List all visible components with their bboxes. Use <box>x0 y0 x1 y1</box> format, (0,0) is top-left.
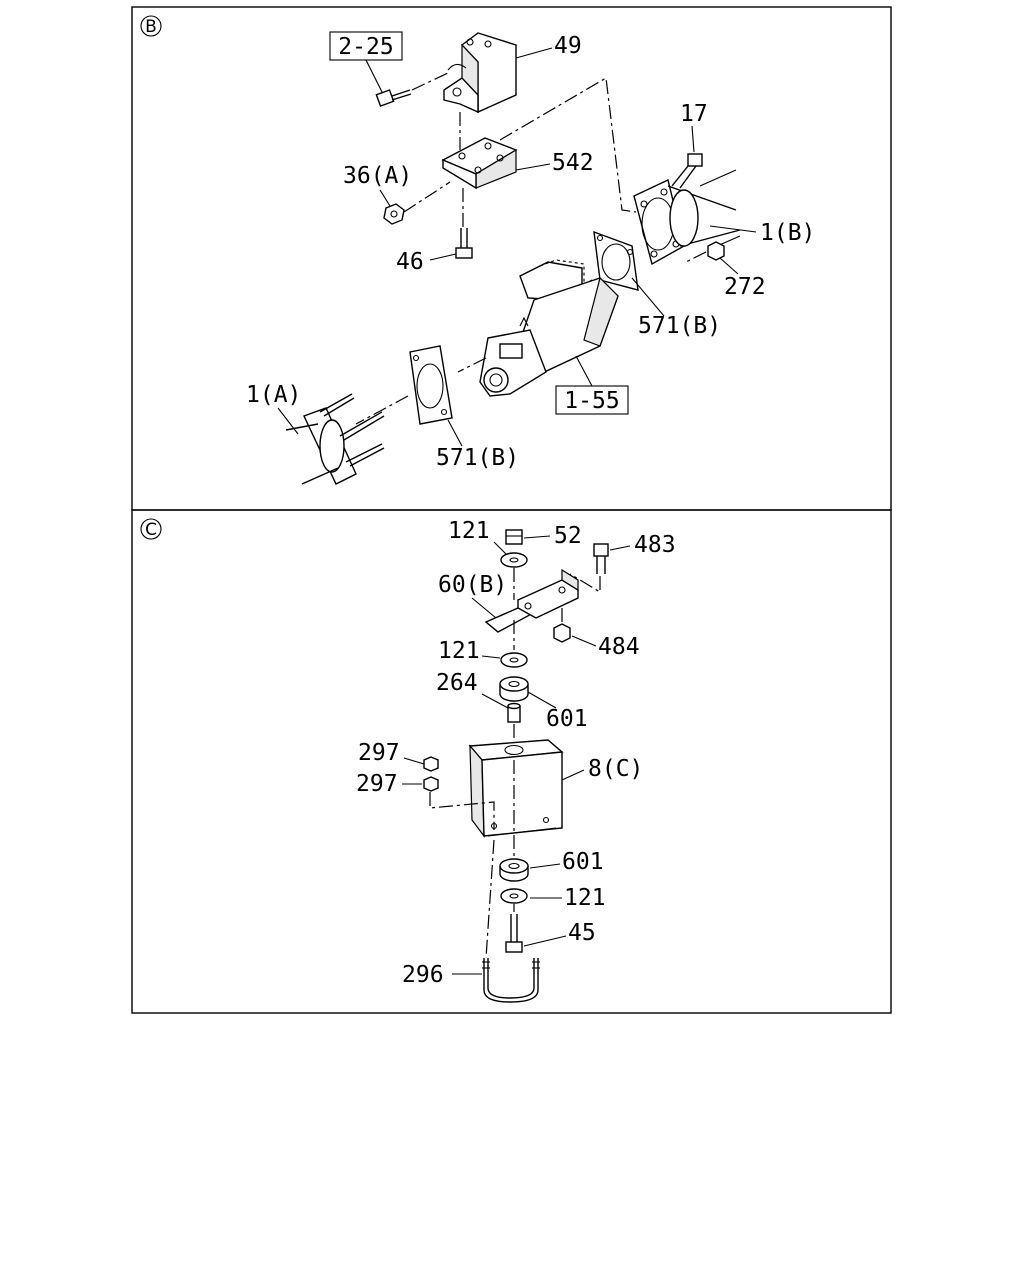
pipe-flange-1a[interactable] <box>285 393 385 485</box>
nut-297-a[interactable] <box>423 756 439 772</box>
nut-484[interactable] <box>553 623 571 643</box>
label-601-bottom: 601 <box>562 849 604 875</box>
centerline-bolt-483 <box>569 573 601 594</box>
washer-121-bottom[interactable] <box>500 888 528 904</box>
panel-b: B 2-25 49 <box>131 6 892 511</box>
leader-483 <box>609 545 631 551</box>
cushion-601-bottom[interactable] <box>499 858 529 882</box>
panel-c: C 52 121 483 <box>131 509 892 1014</box>
centerline-bolt-bracket <box>411 71 451 91</box>
label-571b-top: 571(B) <box>638 313 721 339</box>
label-264: 264 <box>436 670 478 696</box>
centerline-nut-plate <box>403 181 451 213</box>
nut-36a[interactable] <box>383 203 405 225</box>
leader-571b-top <box>631 277 665 317</box>
label-297-b: 297 <box>356 771 398 797</box>
leader-45 <box>523 935 567 947</box>
bolt-483[interactable] <box>593 543 609 574</box>
hanger-8c[interactable] <box>468 739 564 838</box>
leader-1-55 <box>575 355 593 387</box>
bolt-17[interactable] <box>671 153 703 189</box>
panel-c-frame <box>131 509 892 1014</box>
leader-46 <box>429 253 457 261</box>
pipe-flange-1b[interactable] <box>633 169 741 266</box>
u-bolt-296[interactable] <box>482 958 540 1003</box>
centerline-manifold-gasket <box>457 357 487 373</box>
label-571b-bottom: 571(B) <box>436 445 519 471</box>
leader-60b <box>471 597 497 619</box>
panel-c-marker-circle <box>140 518 162 540</box>
leader-264 <box>481 693 509 709</box>
label-121-bottom: 121 <box>564 885 606 911</box>
label-49: 49 <box>554 33 582 59</box>
label-52: 52 <box>554 523 582 549</box>
leader-121-mid <box>481 655 501 659</box>
bolt-2-25[interactable] <box>375 89 412 107</box>
panel-c-marker: C <box>145 520 157 540</box>
label-ref-2-25: 2-25 <box>338 34 393 60</box>
bracket-49[interactable] <box>443 32 517 114</box>
nut-297-b[interactable] <box>423 776 439 792</box>
label-1b: 1(B) <box>760 220 815 246</box>
centerline-nut-297 <box>429 792 495 830</box>
leader-1b <box>709 225 757 233</box>
leader-1a <box>277 407 299 435</box>
label-17: 17 <box>680 101 708 127</box>
exhaust-manifold[interactable] <box>479 259 619 397</box>
label-8c: 8(C) <box>588 756 643 782</box>
leader-484 <box>571 635 597 647</box>
leader-121-top <box>493 541 509 557</box>
leader-272 <box>719 257 739 275</box>
leader-571b-bottom <box>447 419 463 447</box>
bolt-46[interactable] <box>455 228 473 259</box>
label-121-top: 121 <box>448 518 490 544</box>
panel-b-marker-circle <box>140 15 162 37</box>
label-45: 45 <box>568 920 596 946</box>
panel-b-marker: B <box>145 17 157 37</box>
centerline-gasket-pipe <box>355 395 409 425</box>
leader-8c <box>561 769 585 781</box>
leader-49 <box>515 47 553 59</box>
label-484: 484 <box>598 634 640 660</box>
nut-52[interactable] <box>505 529 523 545</box>
leader-601-top <box>527 691 557 709</box>
washer-121-mid[interactable] <box>500 652 528 668</box>
leader-297-a <box>403 757 425 765</box>
leader-2-25 <box>365 59 383 93</box>
label-121-mid: 121 <box>438 638 480 664</box>
gasket-571b-bottom[interactable] <box>409 345 453 425</box>
label-483: 483 <box>634 532 676 558</box>
label-272: 272 <box>724 274 766 300</box>
leader-542 <box>515 163 551 171</box>
leader-52 <box>523 535 551 539</box>
centerline-ubolt <box>485 839 495 959</box>
label-ref-1-55: 1-55 <box>564 388 619 414</box>
bolt-45[interactable] <box>505 914 523 953</box>
label-297-a: 297 <box>358 740 400 766</box>
spacer-264[interactable] <box>507 702 521 723</box>
cushion-601-top[interactable] <box>499 676 529 702</box>
centerline-bracket-flange <box>499 77 637 213</box>
leader-601-bottom <box>529 863 561 869</box>
plate-542[interactable] <box>441 137 518 190</box>
label-1a: 1(A) <box>246 382 301 408</box>
label-46: 46 <box>396 249 424 275</box>
leader-17 <box>691 125 695 153</box>
label-601-top: 601 <box>546 706 588 732</box>
bracket-60b[interactable] <box>484 568 579 633</box>
nut-272[interactable] <box>707 241 725 261</box>
label-296: 296 <box>402 962 444 988</box>
leader-36a <box>379 189 391 207</box>
washer-121-top[interactable] <box>500 552 528 568</box>
label-542: 542 <box>552 150 594 176</box>
centerline-nut-272 <box>685 251 707 263</box>
gasket-571b-top[interactable] <box>593 230 639 291</box>
label-60b: 60(B) <box>438 572 507 598</box>
label-36a: 36(A) <box>343 163 412 189</box>
